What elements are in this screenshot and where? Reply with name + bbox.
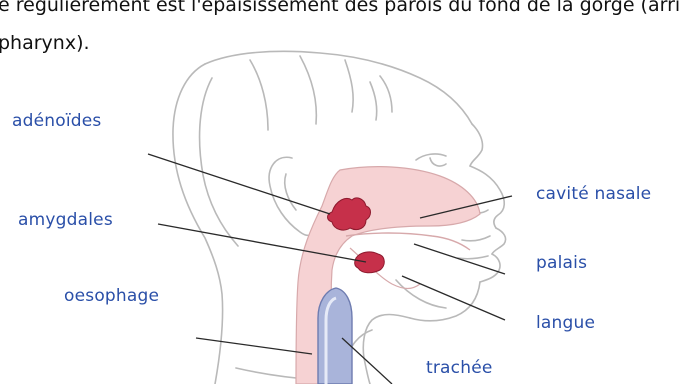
label-amygdales: amygdales [18,210,113,230]
label-adenoides: adénoïdes [12,111,101,131]
leader-line-adenoides [148,154,330,214]
label-palais: palais [536,253,587,273]
leader-line-palais [414,244,505,274]
leader-line-oesophage [196,338,312,354]
label-trachee: trachée [426,358,493,378]
trachea-tube [318,288,352,384]
label-cavite-nasale: cavité nasale [536,184,651,204]
label-langue: langue [536,313,595,333]
tonsils-tissue [355,252,385,273]
label-oesophage: oesophage [64,286,159,306]
